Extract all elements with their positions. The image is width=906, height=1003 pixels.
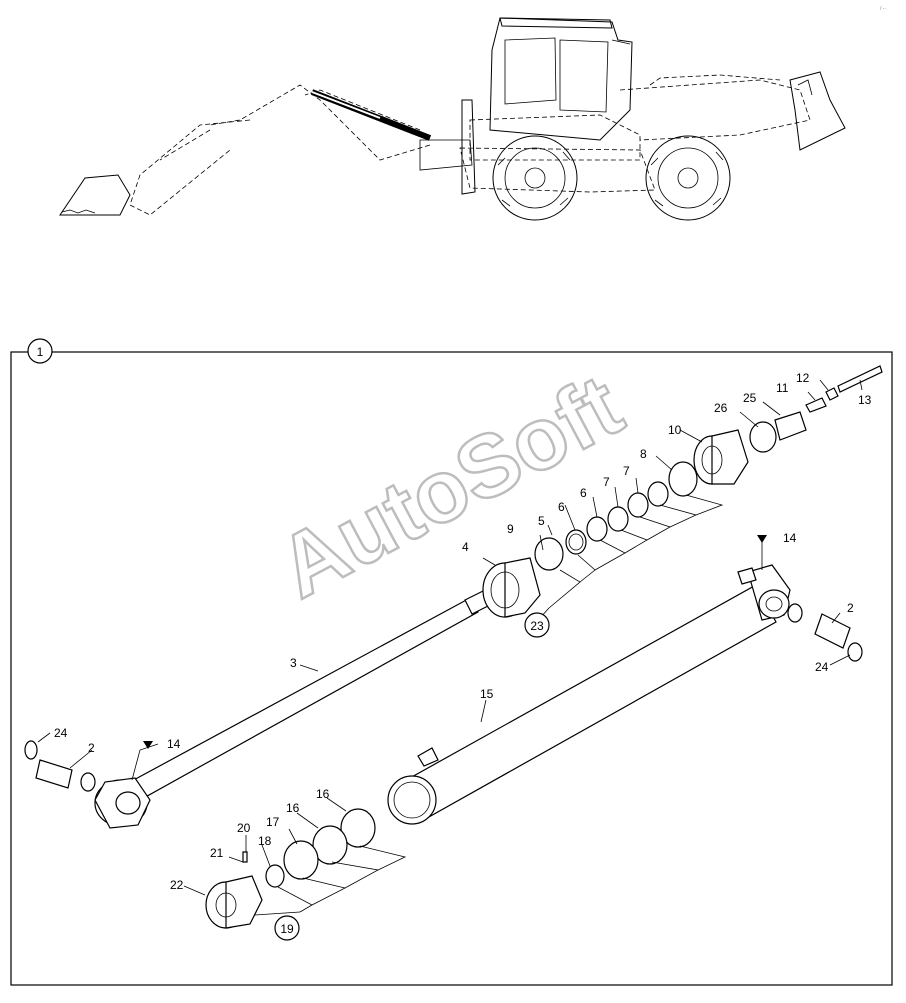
- bushings-left: [24, 740, 96, 792]
- label-17: 17: [266, 815, 280, 829]
- label-5: 5: [538, 514, 545, 528]
- label-2a: 2: [88, 741, 95, 755]
- label-10: 10: [668, 423, 682, 437]
- cylinder-barrel: [387, 564, 791, 825]
- svg-text:/ -·: / -·: [880, 6, 886, 12]
- label-13: 13: [858, 393, 872, 407]
- label-2b: 2: [847, 601, 854, 615]
- piston: [205, 851, 263, 929]
- part-labels: 3 4 9 5 6 6 7 7 8 10 26 25 11 12 13 14 2…: [54, 371, 872, 892]
- label-3: 3: [290, 656, 297, 670]
- label-19: 19: [280, 922, 294, 936]
- label-26: 26: [714, 401, 728, 415]
- label-16b: 16: [286, 801, 300, 815]
- leader-lines: [37, 379, 863, 916]
- backhoe-loader-illustration: / -·: [59, 6, 886, 221]
- label-18: 18: [258, 834, 272, 848]
- callout-main: 1: [37, 345, 44, 359]
- seal-rings-upper: [534, 461, 698, 571]
- nut-and-bolt: [749, 365, 883, 453]
- seal-rings-lower: [265, 808, 376, 888]
- label-16a: 16: [316, 787, 330, 801]
- label-12: 12: [796, 371, 810, 385]
- label-25: 25: [743, 391, 757, 405]
- label-23: 23: [530, 619, 544, 633]
- label-11: 11: [776, 381, 789, 395]
- label-6a: 6: [558, 500, 565, 514]
- callout-circle-23: [524, 612, 550, 638]
- label-14a: 14: [167, 737, 181, 751]
- cylinder-head: [693, 429, 749, 485]
- bushings-right: [787, 603, 863, 662]
- label-20: 20: [237, 821, 251, 835]
- diagram-frame: [10, 351, 893, 986]
- label-4: 4: [462, 540, 469, 554]
- label-22: 22: [170, 878, 184, 892]
- piston-rod: [94, 589, 493, 829]
- label-15: 15: [480, 687, 494, 701]
- label-24b: 24: [815, 660, 829, 674]
- arrow-marker-14a: [143, 741, 153, 749]
- label-6b: 6: [580, 486, 587, 500]
- label-8: 8: [640, 447, 647, 461]
- gland: [482, 557, 541, 618]
- label-9: 9: [507, 522, 514, 536]
- label-7b: 7: [623, 464, 630, 478]
- label-14b: 14: [783, 531, 797, 545]
- label-21: 21: [210, 846, 224, 860]
- callout-circle-main: [27, 338, 53, 364]
- label-7a: 7: [603, 475, 610, 489]
- callout-circle-19: [274, 915, 300, 941]
- label-24a: 24: [54, 726, 68, 740]
- arrow-marker-14b: [757, 535, 767, 543]
